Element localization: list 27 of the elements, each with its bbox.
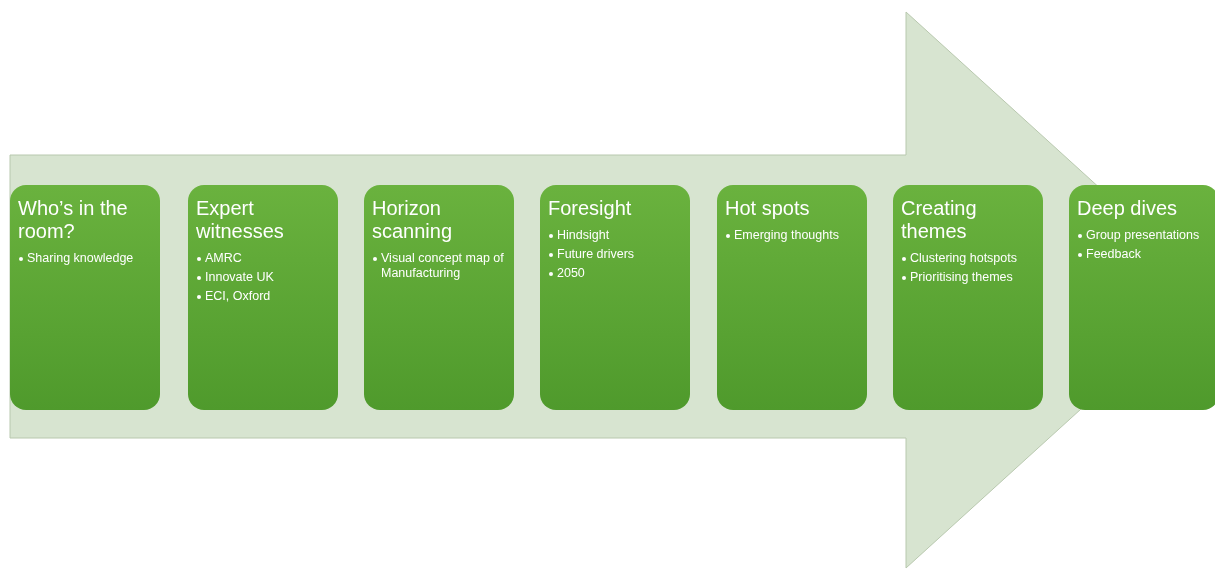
bullet-item: Prioritising themes [901, 270, 1037, 285]
step-card [540, 185, 690, 410]
step-title: Expert witnesses [196, 197, 285, 243]
bullet-item: ECI, Oxford [196, 289, 332, 304]
step-title: Foresight [548, 197, 633, 220]
step-title: Deep dives [1077, 197, 1179, 220]
step-title: Horizon scanning [372, 197, 454, 243]
bullet-item: Group presentations [1077, 228, 1213, 243]
step-card [364, 185, 514, 410]
bullet-item: Visual concept map of Manufacturing [372, 251, 508, 281]
step-card [893, 185, 1043, 410]
step-title: Who’s in the room? [18, 197, 129, 243]
bullet-item: Clustering hotspots [901, 251, 1037, 266]
bullet-item: Hindsight [548, 228, 684, 243]
step-title: Hot spots [725, 197, 811, 220]
step-title: Creating themes [901, 197, 978, 243]
step-card [10, 185, 160, 410]
step-card [717, 185, 867, 410]
bullet-item: Feedback [1077, 247, 1213, 262]
bullet-item: 2050 [548, 266, 684, 281]
bullet-item: AMRC [196, 251, 332, 266]
bullet-item: Future drivers [548, 247, 684, 262]
bullet-item: Innovate UK [196, 270, 332, 285]
bullet-item: Emerging thoughts [725, 228, 861, 243]
bullet-item: Sharing knowledge [18, 251, 154, 266]
step-card [1069, 185, 1215, 410]
step-card [188, 185, 338, 410]
